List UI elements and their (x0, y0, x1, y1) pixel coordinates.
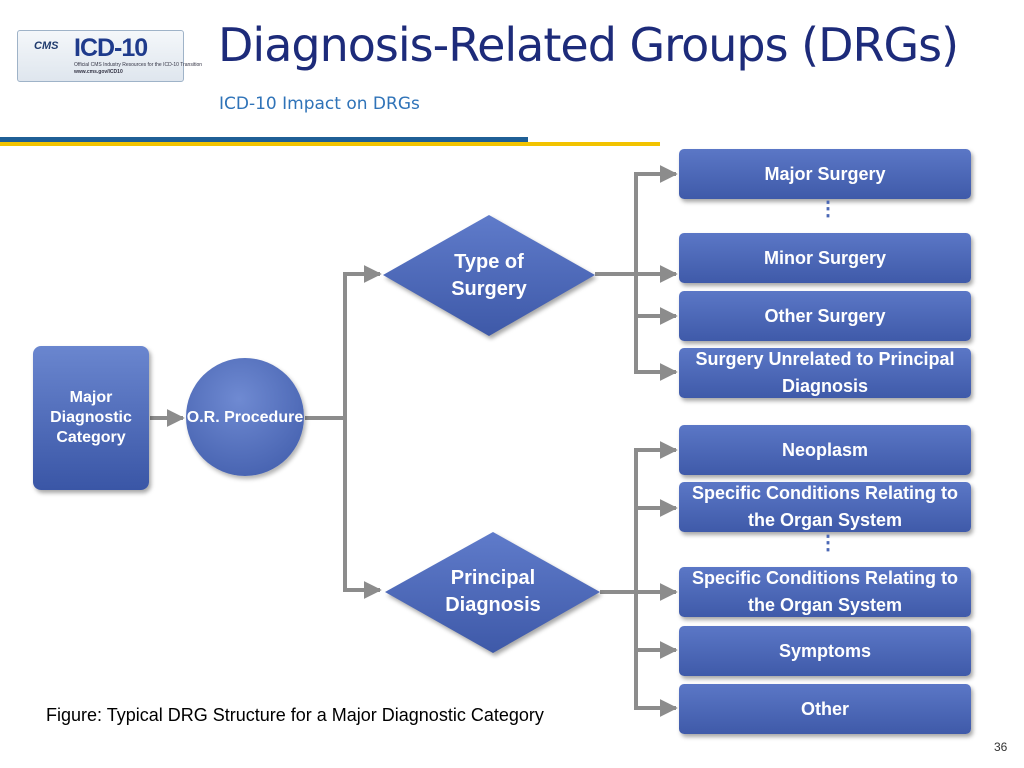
surgery-ellipsis: ⋮ (818, 198, 838, 220)
major-surgery-box: Major Surgery (679, 149, 971, 199)
page-number: 36 (994, 740, 1008, 754)
major-diagnostic-category-node: Major Diagnostic Category (33, 346, 149, 490)
surgery-unrelated-box: Surgery Unrelated to Principal Diagnosis (679, 348, 971, 398)
minor-surgery-box: Minor Surgery (679, 233, 971, 283)
header-rule-blue (0, 137, 528, 142)
symptoms-box: Symptoms (679, 626, 971, 676)
type-of-surgery-diamond (383, 215, 595, 336)
specific-conditions-box-1: Specific Conditions Relating to the Orga… (679, 482, 971, 532)
slide-title: Diagnosis-Related Groups (DRGs) (218, 18, 959, 72)
diagnosis-ellipsis: ⋮ (818, 532, 838, 554)
slide-subtitle: ICD-10 Impact on DRGs (219, 94, 420, 114)
cms-wordmark: CMS (34, 40, 59, 52)
neoplasm-box: Neoplasm (679, 425, 971, 475)
figure-caption: Figure: Typical DRG Structure for a Majo… (46, 705, 544, 725)
principal-diagnosis-label: Principal Diagnosis (445, 567, 541, 616)
specific-conditions-box-2: Specific Conditions Relating to the Orga… (679, 567, 971, 617)
header-rule-gold (0, 142, 660, 146)
icd10-wordmark: ICD-10 (74, 34, 148, 62)
icd10-logo: CMS ICD-10 Official CMS Industry Resourc… (17, 30, 202, 82)
logo-url: www.cms.gov/ICD10 (74, 69, 123, 75)
logo-tagline: Official CMS Industry Resources for the … (74, 62, 203, 68)
other-surgery-box: Other Surgery (679, 291, 971, 341)
or-procedure-node: O.R. Procedure (186, 358, 304, 476)
other-box: Other (679, 684, 971, 734)
type-of-surgery-label: Type of Surgery (451, 251, 527, 300)
principal-diagnosis-diamond (385, 532, 600, 653)
